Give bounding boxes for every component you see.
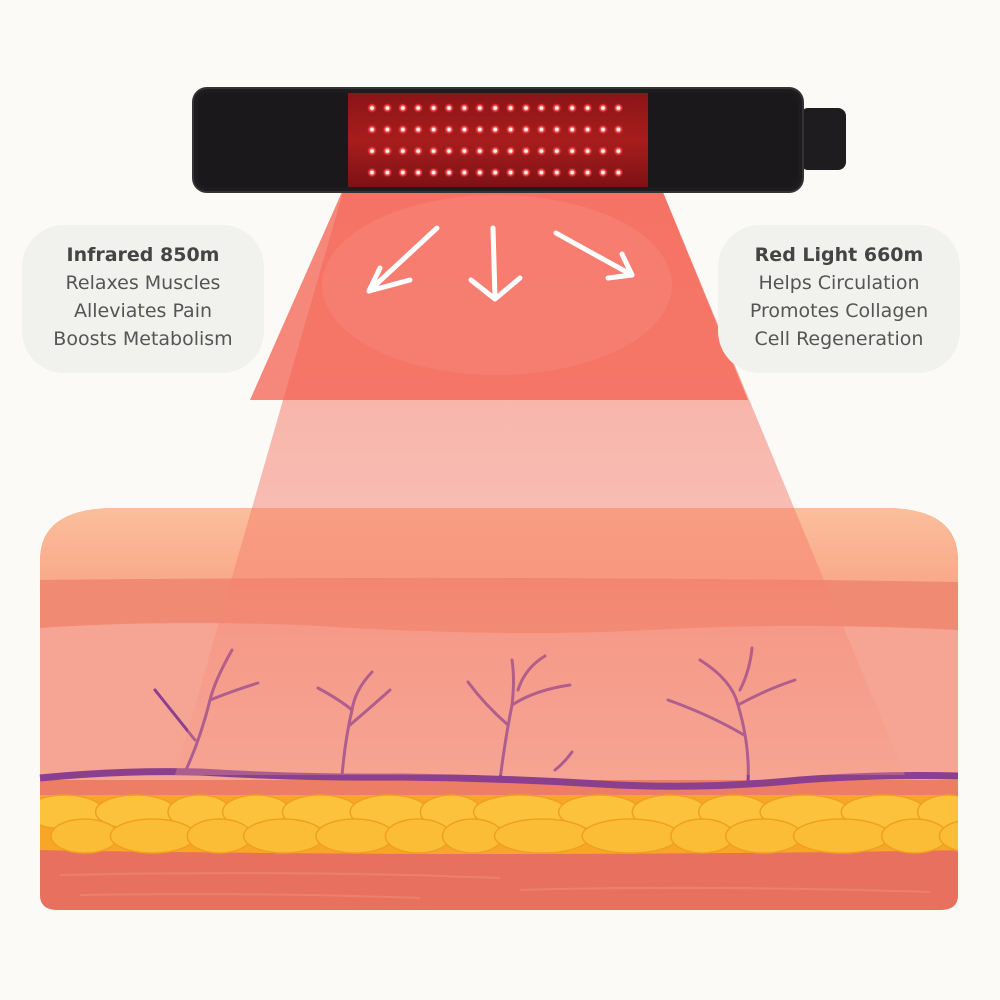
infrared-info-card: Infrared 850m Relaxes Muscles Alleviates… <box>22 225 264 373</box>
arrows <box>366 225 635 302</box>
muscle-layer <box>40 850 958 910</box>
infrared-benefit-2: Alleviates Pain <box>73 300 213 322</box>
infrared-benefit-3: Boosts Metabolism <box>53 328 233 350</box>
red-light-benefit-3: Cell Regeneration <box>754 328 924 350</box>
arrow-down-right-icon <box>553 230 635 281</box>
red-light-benefit-1: Helps Circulation <box>758 272 920 294</box>
infrared-title: Infrared 850m <box>66 244 220 266</box>
infrared-benefit-1: Relaxes Muscles <box>65 272 221 294</box>
arrow-down-left-icon <box>366 225 440 294</box>
red-light-benefit-2: Promotes Collagen <box>749 300 929 322</box>
led-array <box>367 103 624 178</box>
red-light-title: Red Light 660m <box>754 244 924 266</box>
device-connector <box>800 108 846 170</box>
arrow-down-icon <box>468 225 523 302</box>
red-light-info-card: Red Light 660m Helps Circulation Promote… <box>718 225 960 373</box>
therapy-device <box>192 87 846 193</box>
fat-cells <box>40 794 958 854</box>
